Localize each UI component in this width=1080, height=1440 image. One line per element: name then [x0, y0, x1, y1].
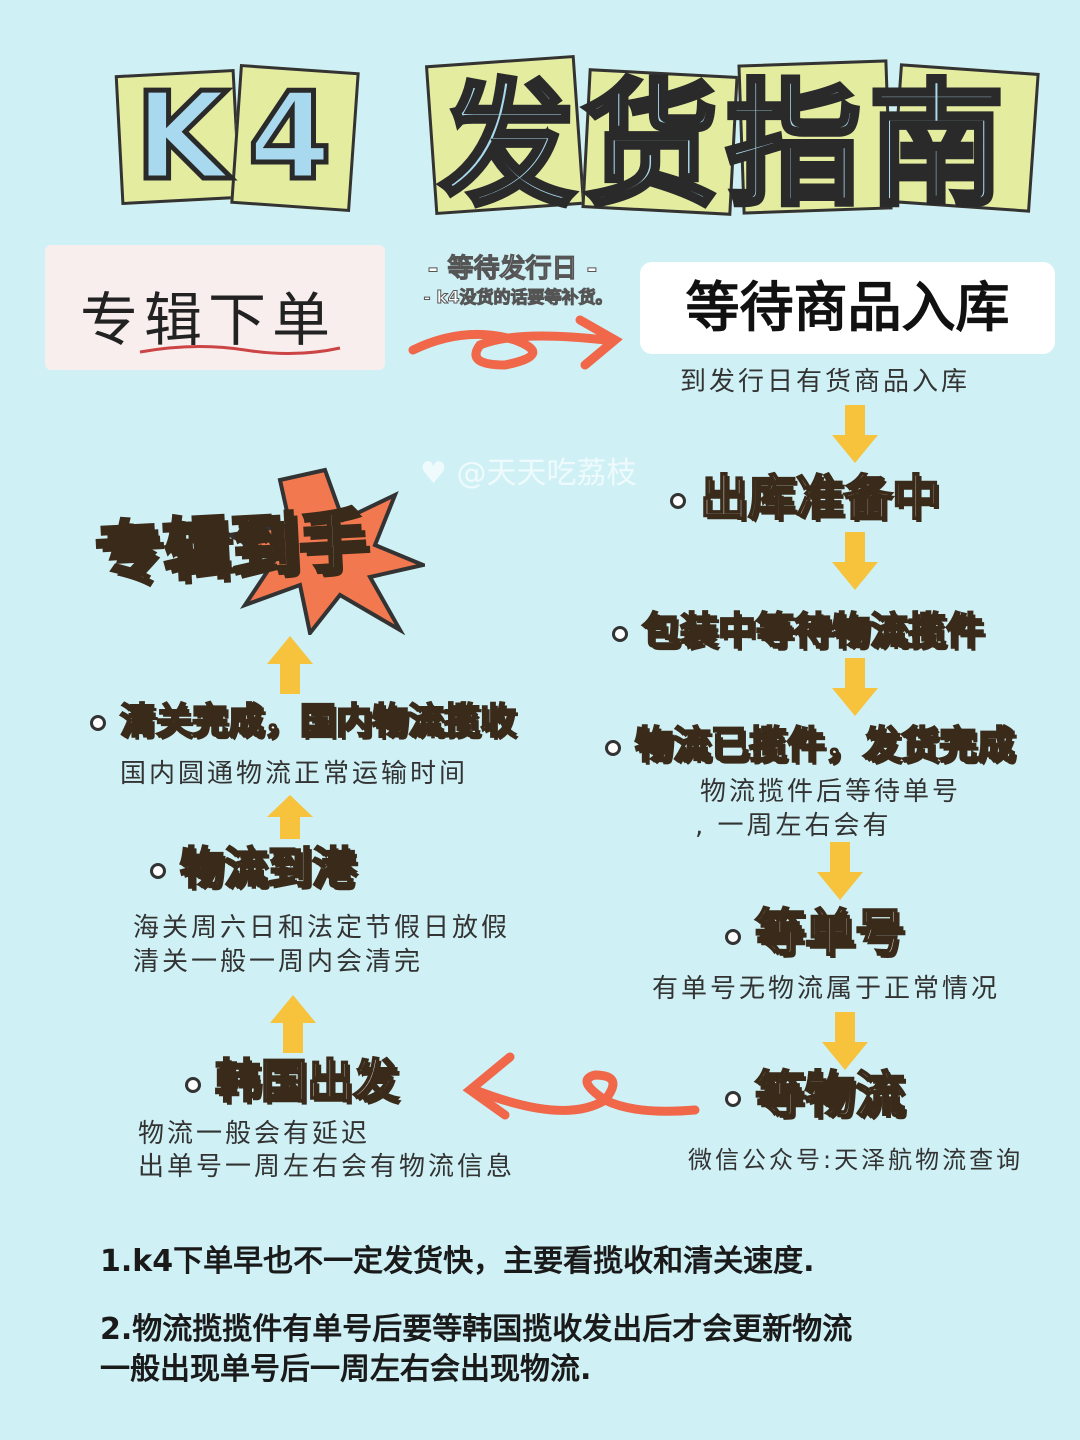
step-wait-logistics: 等物流: [725, 1069, 906, 1121]
arrow-down-icon: [832, 532, 878, 590]
bullet-icon: [670, 493, 686, 509]
bullet-icon: [150, 863, 166, 879]
note-2-line-2: 一般出现单号后一周左右会出现物流.: [100, 1352, 592, 1387]
step-wait-tracking-number: 等单号: [725, 907, 906, 959]
step-picked-up: 物流已揽件，发货完成: [605, 725, 1016, 765]
heart-icon: ♥: [420, 456, 447, 491]
start-label: 专辑下单: [80, 286, 337, 354]
note-1: 1.k4下单早也不一定发货快，主要看揽收和清关速度.: [100, 1244, 815, 1279]
watermark-text: @天天吃荔枝: [456, 456, 637, 491]
start-box: 专辑下单: [45, 245, 385, 370]
step-wait-tracking-number-sub: 有单号无物流属于正常情况: [652, 974, 1001, 1004]
step-arrive-port-sub-2: 清关一般一周内会清完: [133, 947, 424, 977]
red-loop-arrow-left: [462, 1052, 700, 1120]
arrow-up-icon: [267, 636, 313, 694]
bullet-icon: [185, 1076, 201, 1093]
step-depart-korea-sub-2: 出单号一周左右会有物流信息: [138, 1152, 516, 1182]
arrow-down-icon: [817, 842, 863, 900]
arrow-up-icon: [267, 795, 313, 839]
step-picked-up-sub-2: , 一周左右会有: [695, 811, 892, 841]
step-wait-logistics-sub: 微信公众号:天泽航物流查询: [688, 1146, 1024, 1174]
arrow-down-icon: [832, 658, 878, 716]
bullet-icon: [612, 625, 628, 642]
step-customs-cleared: 清关完成，国内物流揽收: [90, 703, 517, 741]
bullet-icon: [725, 1090, 741, 1107]
step-depart-korea-sub-1: 物流一般会有延迟: [138, 1119, 371, 1149]
first-step-box: 等待商品入库: [640, 262, 1055, 354]
annotation-2: - k4没货的话要等补货。: [423, 288, 613, 309]
step-packing: 包装中等待物流揽件: [612, 611, 985, 651]
title-main: 发货指南: [438, 67, 1012, 224]
bullet-icon: [90, 715, 106, 731]
arrow-down-icon: [822, 1012, 868, 1070]
underline-squiggle: [139, 344, 341, 356]
arrow-down-icon: [832, 405, 878, 463]
arrow-up-icon: [270, 995, 316, 1053]
red-loop-arrow-right: [408, 315, 623, 370]
note-2-line-1: 2.物流揽揽件有单号后要等韩国揽收发出后才会更新物流: [100, 1312, 853, 1347]
step-arrive-port: 物流到港: [150, 846, 357, 892]
step-customs-cleared-sub: 国内圆通物流正常运输时间: [120, 759, 469, 789]
step-arrive-port-sub-1: 海关周六日和法定节假日放假: [133, 913, 511, 943]
step-depart-korea: 韩国出发: [185, 1057, 400, 1105]
step-picked-up-sub-1: 物流揽件后等待单号: [700, 777, 962, 807]
bullet-icon: [725, 928, 741, 945]
annotation-1: - 等待发行日 -: [427, 254, 598, 285]
title-k4: K4: [132, 68, 352, 207]
step-outbound-prep: 出库准备中: [670, 473, 941, 523]
first-step-sub: 到发行日有货商品入库: [680, 367, 971, 397]
starburst-icon: [225, 467, 425, 635]
final-label: 专辑到手: [92, 500, 371, 596]
watermark: ♥ @天天吃荔枝: [420, 448, 636, 492]
bullet-icon: [605, 739, 621, 756]
